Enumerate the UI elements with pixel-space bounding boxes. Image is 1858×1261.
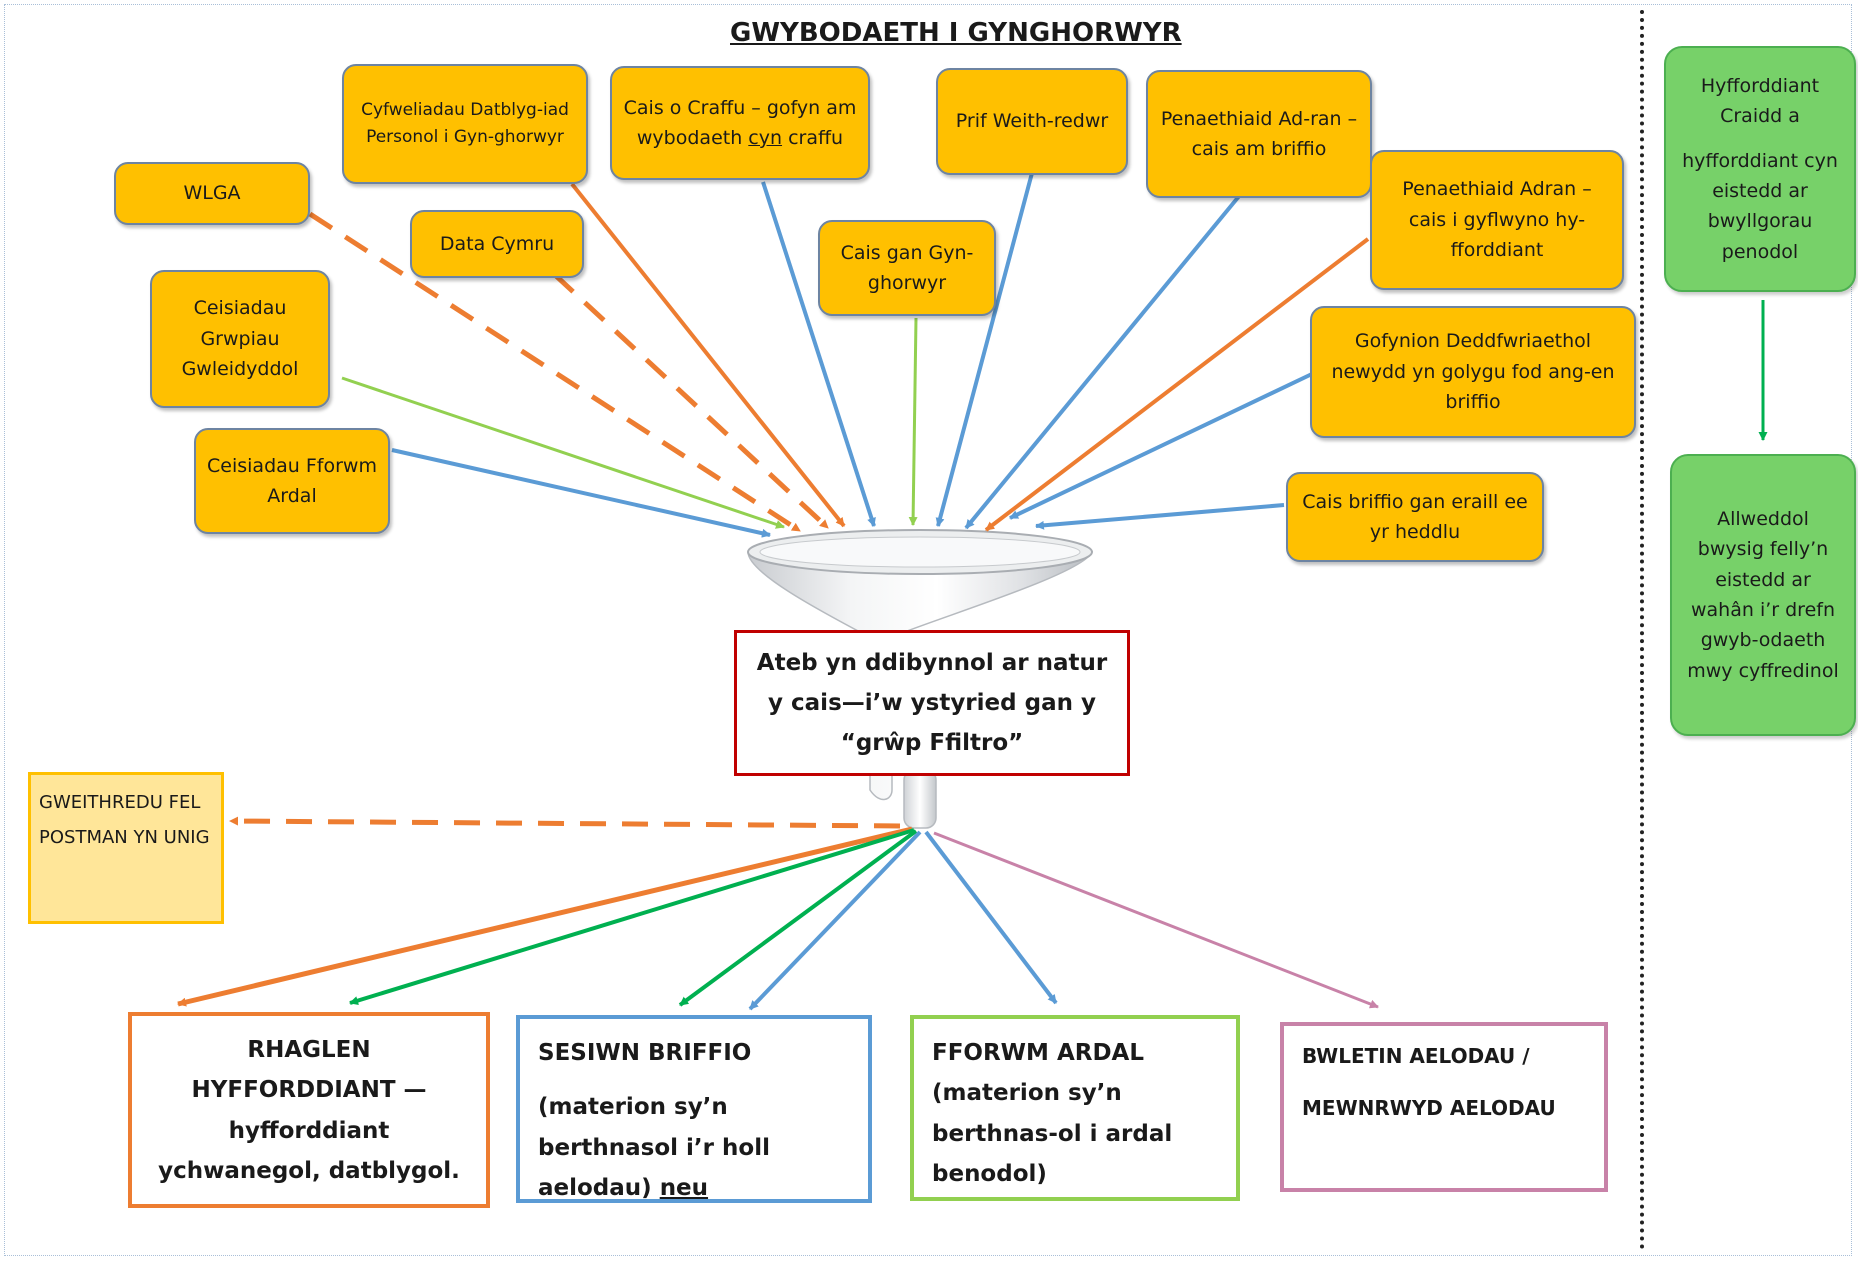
source-cyfweliadau-label: Cyfweliadau Datblyg-iad Personol i Gyn-g… [361,99,569,147]
output-fforwm-body: (materion sy’n berthnas-ol i ardal benod… [932,1080,1173,1187]
source-cais-cynghorwyr-label: Cais gan Gyn-ghorwyr [840,241,974,294]
source-data-cymru: Data Cymru [410,210,584,278]
source-penaethiaid-hyfforddiant-label: Penaethiaid Adran – cais i gyflwyno hy-f… [1402,178,1592,262]
output-sesiwn-briffio: SESIWN BRIFFIO (materion sy’n berthnasol… [516,1015,872,1203]
output-bwletin-aelodau: BWLETIN AELODAU / MEWNRWYD AELODAU [1280,1022,1608,1192]
source-cais-craffu: Cais o Craffu – gofyn am wybodaeth cyn c… [610,66,870,180]
source-prif-weithredwr-label: Prif Weith-redwr [955,110,1109,133]
source-penaethiaid-briffio-label: Penaethiaid Ad-ran – cais am briffio [1160,107,1358,160]
source-cais-briffio-eraill: Cais briffio gan eraill ee yr heddlu [1286,472,1544,562]
source-ceisiadau-fforwm-label: Ceisiadau Fforwm Ardal [207,454,377,507]
postman-box: GWEITHREDU FEL POSTMAN YN UNIG [28,772,224,924]
source-cais-craffu-text: Cais o Craffu – gofyn am wybodaeth [623,96,857,149]
source-cais-craffu-label: Cais o Craffu – gofyn am wybodaeth cyn c… [622,93,858,154]
arrow-to-sesiwn-blue [748,830,922,1011]
source-cais-cynghorwyr: Cais gan Gyn-ghorwyr [818,220,996,316]
arrow-cyfweliadau [570,182,846,528]
arrow-cais-eraill [1035,503,1285,530]
side-hyfforddiant-craidd: Hyfforddiant Craidd a hyfforddiant cyn e… [1664,46,1856,292]
filter-text: Ateb yn ddibynnol ar natur y cais—i’w ys… [756,649,1108,757]
source-ceisiadau-grwpiau: Ceisiadau Grwpiau Gwleidyddol [150,270,330,408]
arrow-prif-weithredwr [935,172,1034,527]
vertical-divider [1640,10,1644,1250]
source-ceisiadau-fforwm: Ceisiadau Fforwm Ardal [194,428,390,534]
output-rhaglen-hyfforddiant: RHAGLEN HYFFORDDIANT —hyfforddiant ychwa… [128,1012,490,1208]
side-top-line1: Hyfforddiant Craidd a [1700,74,1820,128]
funnel-graphic [747,529,1094,829]
arrow-penaethiaid-hyfforddiant [984,237,1370,532]
source-wlga: WLGA [114,162,310,225]
arrow-wlga-dashed [308,211,802,534]
side-top-line2: hyfforddiant cyn eistedd ar bwyllgorau p… [1682,149,1838,263]
arrow-ceisiadau-grwpiau [341,376,785,529]
output-sesiwn-text: (materion sy’n berthnasol i’r holl aelod… [538,1094,770,1201]
arrow-penaethiaid-briffio [964,193,1242,530]
output-sesiwn-title: SESIWN BRIFFIO [538,1040,752,1066]
source-penaethiaid-briffio: Penaethiaid Ad-ran – cais am briffio [1146,70,1372,198]
source-penaethiaid-hyfforddiant: Penaethiaid Adran – cais i gyflwyno hy-f… [1370,150,1624,290]
arrow-to-rhaglen-orange [177,826,913,1007]
output-bwletin-line1: BWLETIN AELODAU / [1302,1044,1530,1068]
source-gofynion: Gofynion Deddfwriaethol newydd yn golygu… [1310,306,1636,438]
source-cyfweliadau: Cyfweliadau Datblyg-iad Personol i Gyn-g… [342,64,588,184]
source-data-cymru-label: Data Cymru [439,232,555,255]
arrow-cais-cynghorwyr [908,317,918,526]
arrow-to-fforwm-blue [924,830,1058,1005]
source-cais-briffio-eraill-label: Cais briffio gan eraill ee yr heddlu [1302,490,1528,543]
output-sesiwn-body: (materion sy’n berthnasol i’r holl aelod… [538,1087,850,1208]
arrow-data-cymru-dashed [552,272,830,530]
arrow-to-postman-dashed [229,816,901,829]
arrow-gofynion [1009,371,1315,520]
postman-label: GWEITHREDU FEL POSTMAN YN UNIG [39,792,210,849]
output-rhaglen-label: RHAGLEN HYFFORDDIANT —hyfforddiant ychwa… [158,1037,460,1184]
arrow-to-bwletin [933,831,1379,1009]
source-gofynion-label: Gofynion Deddfwriaethol newydd yn golygu… [1331,330,1615,414]
arrow-ceisiadau-fforwm [391,448,771,538]
side-allweddol: Allweddol bwysig felly’n eistedd ar wahâ… [1670,454,1856,736]
source-ceisiadau-grwpiau-label: Ceisiadau Grwpiau Gwleidyddol [181,297,299,381]
side-bottom-text: Allweddol bwysig felly’n eistedd ar wahâ… [1687,507,1839,682]
source-prif-weithredwr: Prif Weith-redwr [936,68,1128,175]
filter-box: Ateb yn ddibynnol ar natur y cais—i’w ys… [734,630,1130,776]
output-sesiwn-neu: neu [659,1174,709,1201]
source-cais-craffu-end: craffu [782,127,844,149]
output-fforwm-title: FFORWM ARDAL [932,1040,1145,1066]
arrow-cais-craffu [761,181,876,527]
page-title: GWYBODAETH I GYNGHORWYR [730,18,1182,48]
source-wlga-label: WLGA [183,182,241,205]
arrow-to-sesiwn-green [678,829,918,1007]
output-bwletin-line2: MEWNRWYD AELODAU [1302,1096,1556,1120]
output-fforwm-ardal: FFORWM ARDAL (materion sy’n berthnas-ol … [910,1015,1240,1201]
arrow-to-rhaglen-green [349,828,915,1005]
source-cais-craffu-underlined: cyn [748,127,783,149]
